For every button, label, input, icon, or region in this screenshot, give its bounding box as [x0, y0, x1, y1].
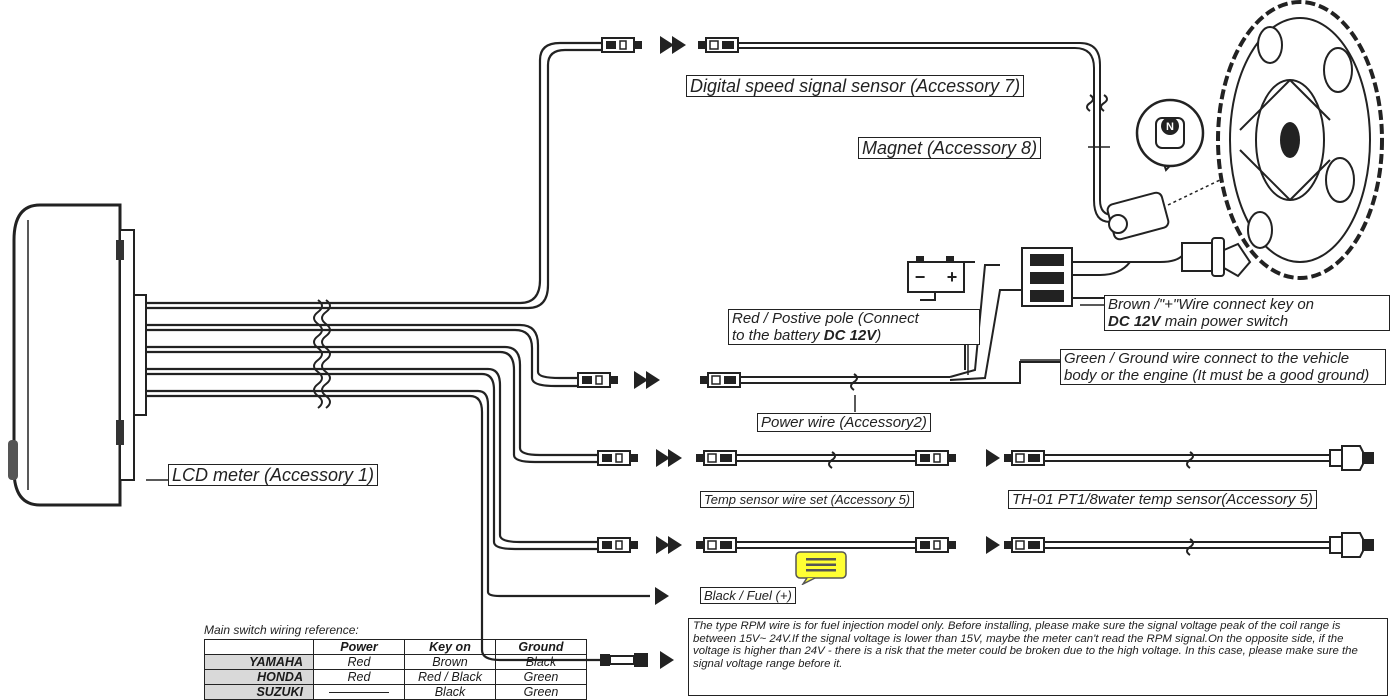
reference-header-row: Power Key on Ground	[204, 639, 587, 655]
connect-arrow	[986, 536, 1000, 554]
temp2-plug-female	[695, 537, 737, 553]
battery-plus: +	[947, 267, 958, 287]
speed-sensor-label: Digital speed signal sensor (Accessory 7…	[686, 75, 1025, 97]
connect-arrow	[655, 587, 669, 605]
magnet-letter: N	[1166, 121, 1174, 133]
brand-cell: YAMAHA	[204, 654, 314, 670]
rpm-note: The type RPM wire is for fuel injection …	[688, 618, 1388, 696]
red-wire-text-2: to the battery	[732, 327, 824, 344]
red-wire-bold: DC 12V	[823, 327, 877, 344]
magnet-icon: N	[1135, 98, 1205, 172]
ground-cell: Green	[495, 684, 587, 700]
green-wire-label: Green / Ground wire connect to the vehic…	[1060, 349, 1386, 385]
harness-bundle	[146, 301, 465, 398]
sensor2-plug-female	[1003, 537, 1045, 553]
connect-arrow	[656, 536, 670, 554]
red-wire-label: Red / Postive pole (Connect to the batte…	[728, 309, 980, 345]
magnet-label: Magnet (Accessory 8)	[858, 137, 1042, 159]
speed-plug-female	[697, 37, 739, 53]
col-ground: Ground	[495, 639, 587, 655]
connect-arrow	[668, 449, 682, 467]
speed-sensor	[1106, 179, 1221, 241]
lcd-meter-label: LCD meter (Accessory 1)	[168, 464, 379, 486]
connect-arrow	[656, 449, 670, 467]
key-on-cell: Red / Black	[404, 669, 496, 685]
temp-branch-2	[465, 367, 598, 551]
fuse-block	[1021, 247, 1186, 307]
red-wire-text-3: )	[876, 327, 882, 344]
temp-wire-label: Temp sensor wire set (Accessory 5)	[700, 491, 915, 508]
sprocket-icon	[1216, 0, 1384, 280]
brown-wire-text-2: main power switch	[1160, 313, 1289, 330]
connect-arrow	[634, 371, 648, 389]
temp2-plug-male	[597, 537, 639, 553]
brown-wire-bold: DC 12V	[1108, 313, 1161, 330]
brand-cell: HONDA	[204, 669, 314, 685]
battery-minus: −	[915, 267, 926, 287]
black-fuel-label: Black / Fuel (+)	[700, 587, 796, 604]
table-row: YAMAHA Red Brown Black	[204, 654, 587, 670]
sensor-cable	[1044, 451, 1330, 469]
power-plug-male	[577, 372, 619, 388]
reference-table: Power Key on Ground YAMAHA Red Brown Bla…	[204, 639, 587, 700]
connect-arrow	[660, 36, 674, 54]
key-switch-icon	[1181, 237, 1252, 278]
brand-cell: SUZUKI	[204, 684, 314, 700]
temp-plug-male	[597, 450, 639, 466]
temp-plug-female	[695, 450, 737, 466]
brown-wire-label: Brown /"+"Wire connect key on DC 12V mai…	[1104, 295, 1390, 331]
speed-sensor-cable	[738, 42, 1114, 223]
connect-arrow	[668, 536, 682, 554]
temp-sensor	[1329, 445, 1374, 471]
temp-branch	[465, 345, 598, 464]
power-branch	[465, 323, 578, 388]
col-power: Power	[313, 639, 405, 655]
temp-cable	[736, 451, 916, 469]
table-row: HONDA Red Red / Black Green	[204, 669, 587, 685]
connect-arrow	[660, 651, 674, 669]
temp2-cable	[736, 541, 916, 549]
connect-arrow	[672, 36, 686, 54]
red-wire-text-1: Red / Postive pole (Connect	[732, 310, 919, 327]
fuel-branch	[465, 389, 650, 598]
table-row: SUZUKI Black Green	[204, 684, 587, 700]
power-cell: Red	[313, 654, 405, 670]
speed-plug-male	[601, 37, 643, 53]
temp-sensor-2	[1329, 532, 1374, 558]
break-marks	[313, 299, 331, 409]
temp-sensor-label: TH-01 PT1/8water temp sensor(Accessory 5…	[1008, 490, 1317, 509]
comment-icon[interactable]	[795, 551, 847, 585]
sensor-plug-female	[1003, 450, 1045, 466]
reference-title: Main switch wiring reference:	[204, 623, 359, 637]
ground-cell: Green	[495, 669, 587, 685]
speed-branch	[465, 41, 602, 310]
power-cell: Red	[313, 669, 405, 685]
power-cable	[740, 261, 1060, 391]
lcd-meter	[8, 203, 147, 507]
power-cell	[313, 684, 405, 700]
power-wire-label: Power wire (Accessory2)	[757, 413, 931, 432]
brown-wire-text-1: Brown /"+"Wire connect key on	[1108, 296, 1315, 313]
temp-plug-male-2	[915, 450, 957, 466]
battery-icon: − +	[907, 256, 965, 293]
col-key-on: Key on	[404, 639, 496, 655]
power-plug-female	[699, 372, 741, 388]
rpm-branch	[465, 394, 600, 662]
temp2-plug-male-2	[915, 537, 957, 553]
sensor2-cable	[1044, 538, 1330, 556]
connect-arrow	[646, 371, 660, 389]
reference-corner	[204, 639, 314, 655]
rpm-connector	[600, 653, 648, 667]
key-on-cell: Brown	[404, 654, 496, 670]
key-on-cell: Black	[404, 684, 496, 700]
connect-arrow	[986, 449, 1000, 467]
ground-cell: Black	[495, 654, 587, 670]
